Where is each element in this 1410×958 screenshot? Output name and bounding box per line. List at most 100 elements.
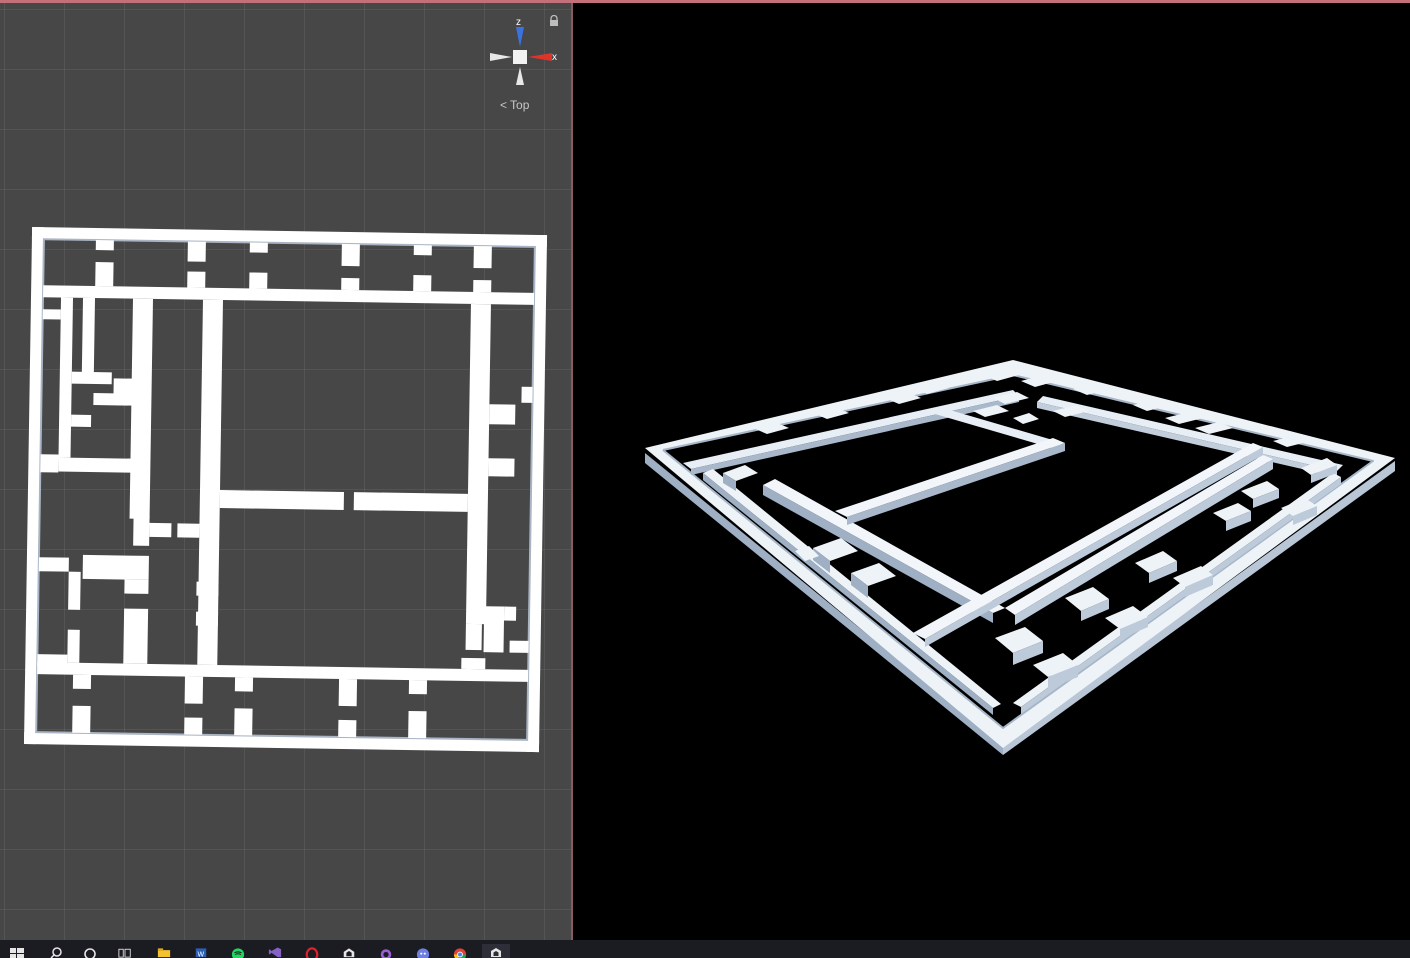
wall-central-room-right-side — [1015, 459, 1273, 625]
wall-cluster — [123, 608, 149, 664]
scene-view[interactable]: z x < Top — [0, 3, 571, 940]
chrome-icon[interactable] — [453, 944, 467, 958]
wall-cluster — [124, 579, 149, 594]
wall-cluster — [81, 297, 96, 379]
wall-central-spine-side — [925, 447, 1263, 647]
wall-top-divider — [249, 242, 268, 253]
gizmo-x-label: x — [552, 52, 557, 63]
wall-outer-left — [23, 227, 45, 745]
wall-right-stub — [521, 386, 533, 403]
wall-inner-rear-left-side — [691, 396, 1019, 475]
wall-left-vertical — [67, 629, 80, 663]
window-top-strip — [0, 0, 1410, 3]
wall-top-divider — [473, 245, 492, 269]
wall-central-room-back — [935, 408, 1063, 449]
wall-right-inner — [465, 623, 482, 651]
wall-top-divider — [413, 245, 432, 256]
wall-bottom-corridor — [37, 662, 529, 682]
view-splitter[interactable] — [571, 3, 573, 940]
wall-bottom-divider — [408, 680, 428, 695]
gizmo-x-axis[interactable] — [528, 53, 552, 61]
wall-bottom-divider — [338, 678, 358, 707]
wall-top-divider — [473, 279, 492, 293]
gizmo-center-cube[interactable] — [513, 50, 527, 64]
wall-top-divider — [413, 275, 432, 292]
outer-wall-side-front-left — [645, 453, 1003, 755]
wall-cluster — [113, 378, 134, 395]
wall-central-divider — [835, 438, 1065, 517]
wall-central-room-left-side — [763, 485, 993, 623]
unity-hub-icon[interactable] — [482, 944, 510, 958]
wall-cluster — [70, 414, 92, 427]
wall-cluster — [129, 298, 154, 519]
wall-left-corridor — [58, 297, 74, 458]
wall-inner-front-left — [703, 469, 1001, 708]
maze-floorplan-top-view — [23, 227, 548, 753]
wall-right-stub — [461, 657, 486, 670]
github-desktop-icon[interactable] — [379, 944, 393, 958]
view-orientation-label[interactable]: < Top — [500, 98, 529, 112]
outer-wall-side-front-right — [1003, 461, 1395, 755]
wall-bottom-divider — [234, 708, 253, 736]
gizmo-z-axis[interactable] — [516, 27, 524, 47]
wall-room-divider — [219, 490, 344, 510]
discord-icon[interactable] — [416, 944, 430, 958]
wall-right-stub — [503, 606, 517, 621]
wall-inner-front-right — [1013, 473, 1341, 707]
wall-center-spine — [197, 299, 223, 666]
wall-left-corridor — [58, 457, 135, 473]
taskbar — [0, 940, 1410, 958]
wall-inner-rear-right — [1037, 396, 1343, 471]
wall-outer-right — [526, 234, 548, 753]
wall-top-divider — [341, 277, 360, 291]
wall-cluster — [149, 522, 172, 538]
wall-top-divider — [187, 241, 206, 262]
wall-top-divider — [341, 243, 360, 267]
wall-cluster — [82, 554, 149, 580]
wall-cluster — [177, 523, 200, 538]
wall-bottom-divider — [338, 719, 357, 738]
wall-room-divider — [353, 492, 468, 512]
wall-bottom-divider — [234, 677, 254, 692]
lock-icon[interactable] — [548, 15, 560, 27]
search-icon[interactable] — [49, 944, 63, 958]
wall-bottom-divider — [184, 717, 203, 735]
wall-left-stub — [37, 654, 68, 667]
gizmo-z-label: z — [516, 17, 521, 28]
wall-right-stub — [488, 458, 515, 477]
perspective-toggle-icon: < — [500, 98, 508, 112]
word-icon[interactable]: W — [194, 944, 208, 958]
wall-center-stub — [195, 611, 219, 627]
wall-bottom-divider — [72, 705, 91, 734]
wall-bottom-divider — [408, 711, 427, 739]
spotify-icon[interactable] — [231, 944, 245, 958]
windows-start-icon[interactable] — [10, 944, 24, 958]
file-explorer-icon[interactable] — [157, 944, 171, 958]
wall-right-stub — [483, 606, 505, 653]
maze-walls — [23, 227, 548, 753]
game-view[interactable] — [573, 3, 1410, 940]
wall-cluster — [93, 393, 134, 406]
opera-icon[interactable] — [305, 944, 319, 958]
wall-central-room-left — [763, 479, 1005, 613]
wall-cluster — [133, 515, 150, 546]
orientation-gizmo[interactable]: z x — [486, 11, 566, 91]
gizmo-neg-x-axis[interactable] — [490, 53, 512, 61]
wall-top-corridor — [43, 285, 535, 305]
visual-studio-icon[interactable] — [268, 944, 282, 958]
wall-central-spine — [913, 443, 1263, 639]
orientation-text: Top — [510, 98, 530, 112]
wall-top-divider — [249, 272, 268, 289]
wall-left-stub — [40, 454, 59, 473]
wall-outer-bottom — [23, 731, 540, 753]
wall-blocks-front — [723, 458, 1337, 689]
task-view-icon[interactable] — [118, 944, 132, 958]
cortana-icon[interactable] — [83, 944, 97, 958]
wall-bottom-divider — [184, 676, 204, 704]
maze-perspective-render — [645, 360, 1395, 755]
unity-icon[interactable] — [342, 944, 356, 958]
wall-top-divider — [187, 271, 206, 288]
gizmo-neg-z-axis[interactable] — [516, 67, 524, 85]
wall-inner-front-right-side — [1021, 477, 1341, 714]
wall-central-divider-side — [847, 443, 1065, 525]
